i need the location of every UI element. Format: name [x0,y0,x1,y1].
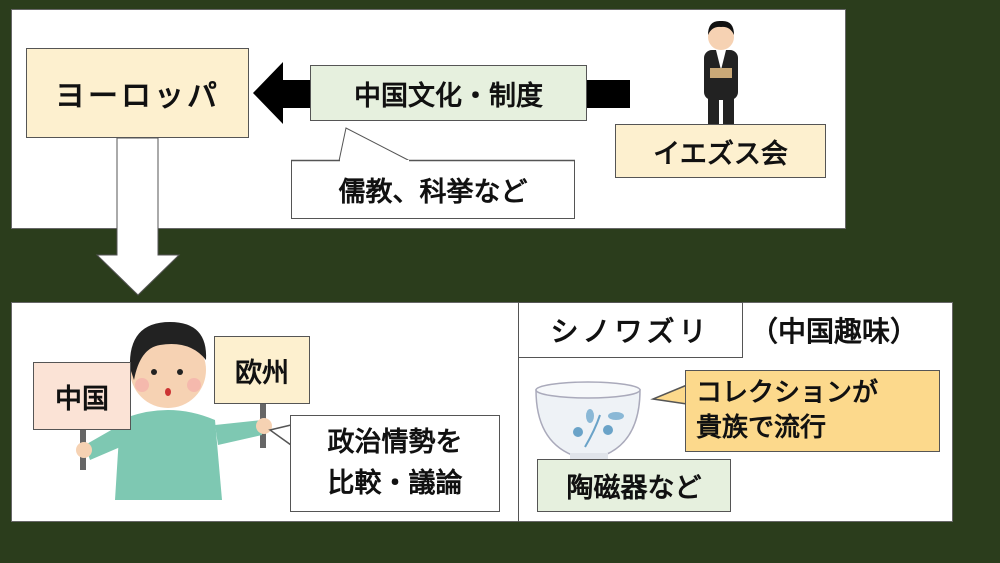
politics-line-1: 政治情勢を [327,427,463,458]
ceramics-box: 陶磁器など [537,459,731,512]
europe-sign-label: 欧州 [235,357,289,389]
chinoiserie-box: シノワズリ [518,302,743,358]
collection-callout: コレクションが 貴族で流行 [685,370,940,452]
examples-callout: 儒教、科挙など [291,160,575,219]
chinoiserie-note: （中国趣味） [750,315,919,348]
examples-label: 儒教、科挙など [338,176,528,208]
jesuits-label: イエズス会 [653,138,788,170]
collection-line-2: 貴族で流行 [696,413,827,443]
europe-box: ヨーロッパ [26,48,249,138]
china-culture-label: 中国文化・制度 [354,80,543,112]
china-culture-box: 中国文化・制度 [310,65,587,121]
jesuits-box: イエズス会 [615,124,826,178]
ceramics-label: 陶磁器など [566,473,702,504]
chinoiserie-label: シノワズリ [550,315,711,348]
europe-label: ヨーロッパ [55,79,220,114]
politics-callout: 政治情勢を 比較・議論 [290,415,500,512]
politics-line-2: 比較・議論 [327,467,463,499]
collection-line-1: コレクションが [696,377,879,408]
china-sign-label: 中国 [55,383,109,415]
panel-divider [518,302,519,522]
europe-sign: 欧州 [214,336,310,404]
china-sign: 中国 [33,362,131,430]
